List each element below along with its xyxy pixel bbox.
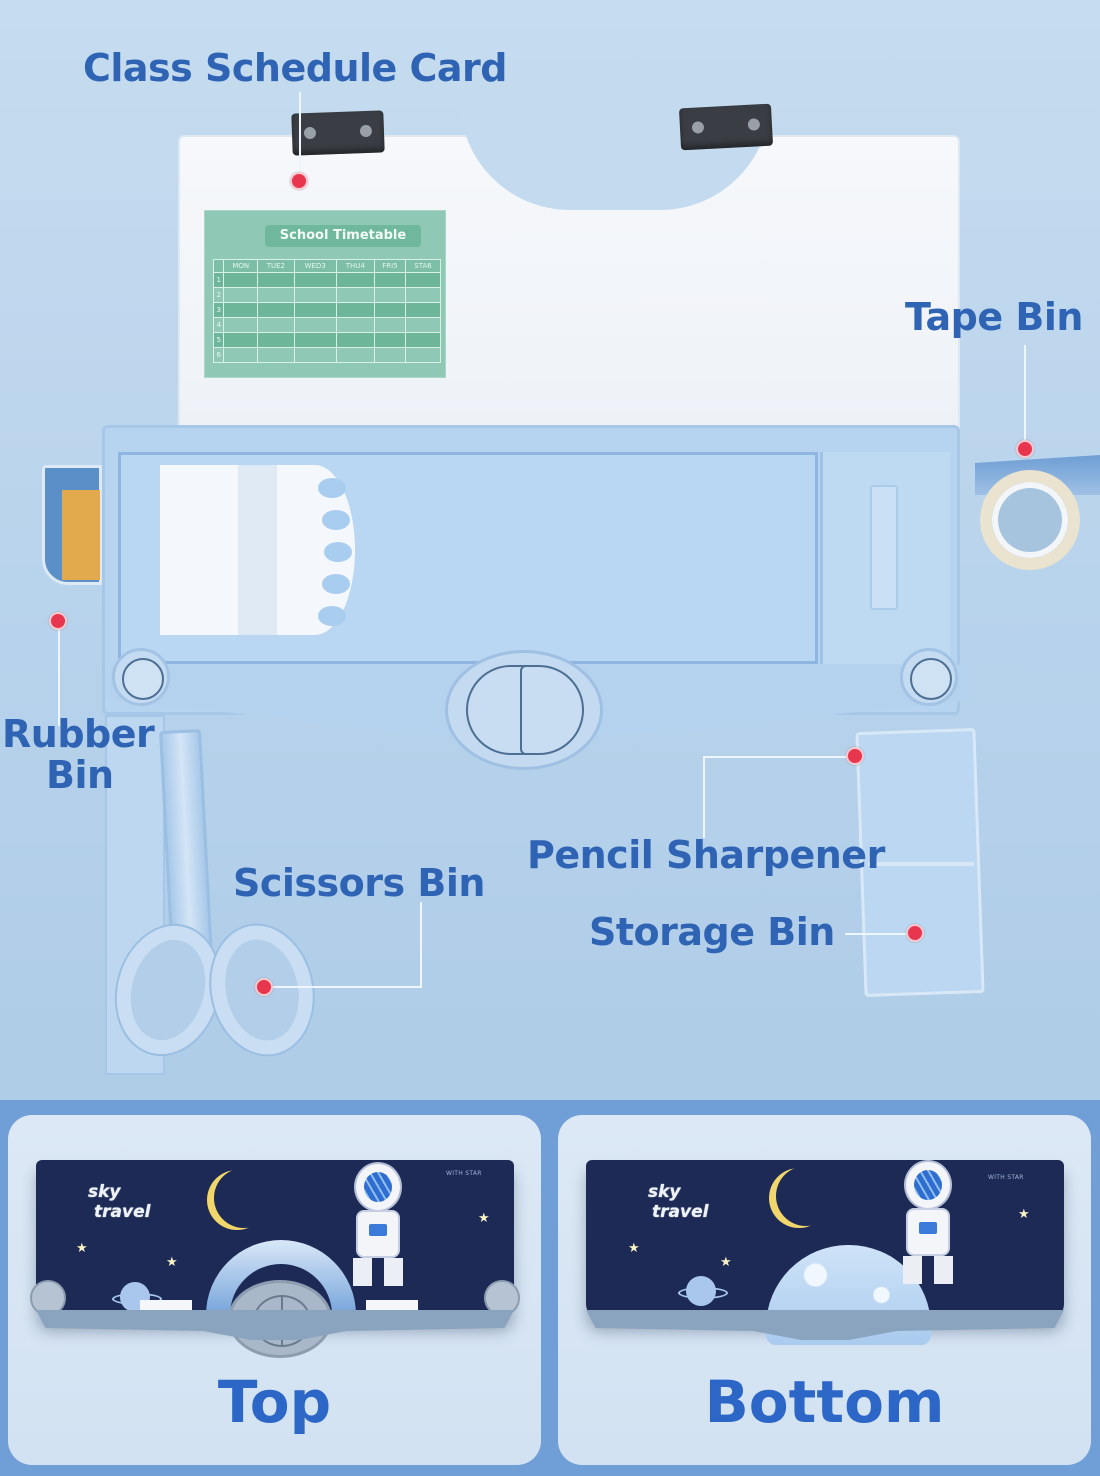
timetable-row: 3 [212,302,441,318]
moon-icon [776,1166,836,1226]
school-timetable: School Timetable MON TUE2 WED3 THU4 FRI5… [204,210,446,378]
cover-small-text: WITH STAR [446,1170,482,1177]
timetable-day: TUE2 [257,259,295,273]
card-clip-right-icon [678,103,774,151]
timetable-day: MON [223,259,259,273]
cover-text-sky: sky [648,1182,681,1202]
astronaut-body-icon [906,1208,950,1256]
label-tape-bin: Tape Bin [905,295,1083,339]
slot-icon [318,478,346,498]
card-clip-left-icon [291,110,385,156]
star-icon: ★ [76,1241,88,1256]
astronaut-legs-icon [353,1258,403,1286]
callout-line-scissors-h [270,986,422,988]
star-icon: ★ [478,1211,490,1226]
callout-line-storage [845,933,913,935]
case-edge-top [36,1310,514,1340]
marker-tape-bin [1016,440,1034,458]
label-storage-bin: Storage Bin [589,910,835,954]
timetable-day: WED3 [293,259,337,273]
marker-storage-bin [906,924,924,942]
marker-pencil-sharpener [846,747,864,765]
side-slot [870,485,898,610]
astronaut-legs-icon [903,1256,953,1284]
top-view-panel: sky travel WITH STAR ★ ★ ★ Top [8,1115,541,1465]
timetable-row: 2 [212,287,441,303]
star-icon: ★ [628,1241,640,1256]
astronaut-body-icon [356,1210,400,1258]
timetable-row: 1 [212,272,441,288]
label-rubber-bin-line1: Rubber [2,712,155,756]
label-class-schedule-card: Class Schedule Card [83,46,508,90]
label-rubber-bin-line2: Bin [46,753,114,797]
slot-icon [318,606,346,626]
timetable-day: STA6 [405,259,441,273]
astronaut-helmet-icon [904,1160,952,1210]
callout-line-sharpener-v [703,756,705,838]
label-scissors-bin: Scissors Bin [233,861,485,905]
marker-scissors-bin [255,978,273,996]
left-corner-button[interactable] [112,648,170,706]
tape-roll-icon [980,470,1080,570]
period-number: 1 [212,272,225,288]
center-lock-knob[interactable] [445,650,603,770]
moon-icon [214,1168,274,1228]
view-label-bottom: Bottom [704,1368,945,1436]
marker-rubber-bin [49,612,67,630]
timetable-day: FRI5 [373,259,407,273]
case-cover-top: sky travel WITH STAR ★ ★ ★ [30,1160,520,1358]
period-number: 3 [212,302,225,318]
cover-text-travel: travel [94,1202,151,1222]
timetable-row: 4 [212,317,441,333]
timetable-corner [212,259,225,273]
period-number: 2 [212,287,225,303]
knob-right-half [520,665,584,755]
label-pencil-sharpener: Pencil Sharpener [527,833,885,877]
eraser-icon [62,490,100,580]
storage-bin-divider [868,862,974,866]
timetable-grid: MON TUE2 WED3 THU4 FRI5 STA6 1 2 3 4 5 6 [212,259,441,363]
callout-line-tape [1024,345,1026,445]
case-cover-bottom: sky travel WITH STAR ★ ★ ★ [586,1160,1064,1345]
timetable-row: 5 [212,332,441,348]
period-number: 5 [212,332,225,348]
period-number: 4 [212,317,225,333]
right-corner-button[interactable] [900,648,958,706]
cover-small-text: WITH STAR [988,1174,1024,1181]
planet-icon [678,1276,728,1306]
callout-line-rubber [58,626,60,726]
period-number: 6 [212,347,225,363]
timetable-row: 6 [212,347,441,363]
slot-icon [322,510,350,530]
star-icon: ★ [1018,1207,1030,1222]
astronaut-helmet-icon [354,1162,402,1212]
callout-line-sharpener-h [703,756,853,758]
marker-schedule-card [290,172,308,190]
view-label-top: Top [217,1368,332,1436]
callout-line-scissors [420,902,422,988]
slot-icon [324,542,352,562]
cover-text-travel: travel [652,1202,709,1222]
callout-line-schedule [299,92,301,180]
timetable-title: School Timetable [265,225,421,247]
case-edge-bottom [586,1310,1064,1340]
star-icon: ★ [166,1255,178,1270]
slot-icon [322,574,350,594]
cover-text-sky: sky [88,1182,121,1202]
timetable-day: THU4 [335,259,375,273]
star-icon: ★ [720,1255,732,1270]
bottom-view-panel: sky travel WITH STAR ★ ★ ★ Bottom [558,1115,1091,1465]
